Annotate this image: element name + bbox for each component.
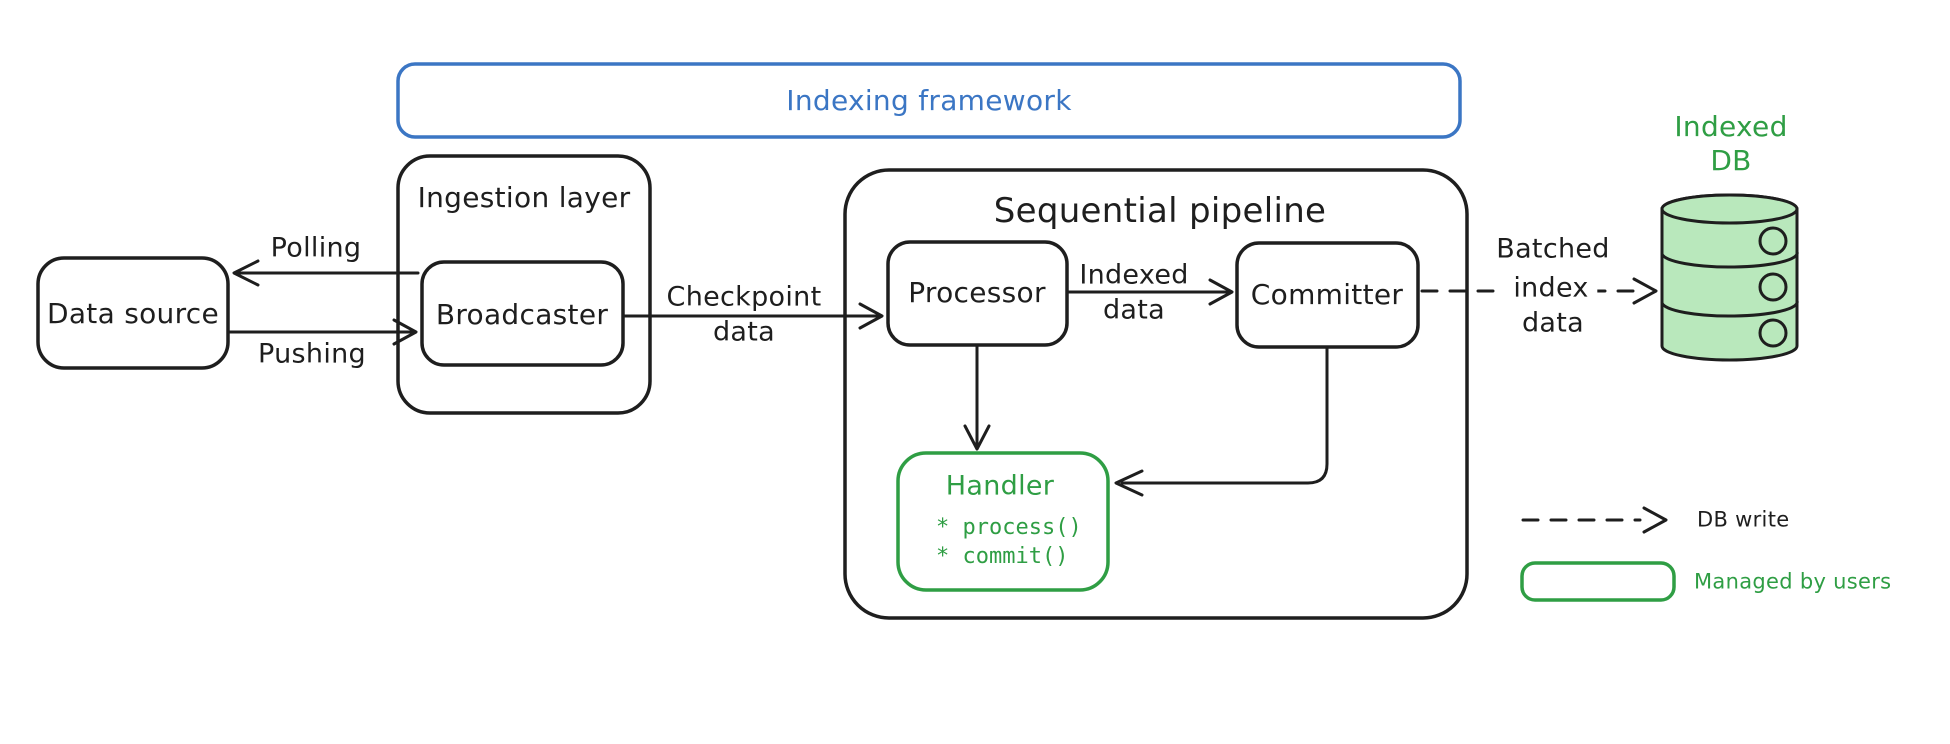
broadcaster-label: Broadcaster (435, 298, 609, 331)
committer-label: Committer (1250, 278, 1404, 311)
indexed-data-arrow (1066, 278, 1234, 306)
framework-box (396, 62, 1462, 139)
processor-handler-arrow (963, 344, 991, 451)
batched-label-line2: index (1504, 274, 1598, 302)
handler-method-commit: * commit() (936, 544, 1069, 569)
checkpoint-arrow (622, 302, 884, 330)
batched-label-line1: Batched (1496, 233, 1610, 265)
batched-label-line3: data (1521, 307, 1585, 339)
committer-handler-arrow (1114, 346, 1329, 497)
legend-managed-label: Managed by users (1694, 569, 1892, 594)
indexed-db-label-line1: Indexed (1674, 110, 1788, 143)
checkpoint-label-line1: Checkpoint (666, 281, 822, 313)
pushing-arrow (226, 318, 418, 346)
framework-label: Indexing framework (786, 84, 1072, 117)
legend-managed-box (1520, 561, 1676, 602)
indexed-data-label-line1: Indexed (1079, 259, 1189, 291)
pushing-label: Pushing (258, 338, 366, 370)
pipeline-box (843, 168, 1469, 620)
indexed-db-label-line2: DB (1710, 144, 1752, 177)
checkpoint-label-line2: data (712, 316, 776, 348)
handler-method-process: * process() (936, 515, 1082, 540)
ingestion-layer-label: Ingestion layer (417, 181, 631, 214)
handler-box (896, 451, 1110, 592)
legend-db-write-arrow (1521, 506, 1668, 534)
data-source-label: Data source (46, 297, 220, 330)
polling-arrow (232, 259, 420, 287)
polling-label: Polling (270, 232, 362, 264)
legend-db-write-label: DB write (1697, 507, 1790, 532)
processor-label: Processor (908, 276, 1046, 309)
db-write-arrow (1420, 277, 1658, 305)
data-source-box (36, 256, 230, 370)
ingestion-layer-box (396, 154, 652, 415)
indexed-data-label-line2: data (1102, 294, 1166, 326)
indexed-db-cylinder (1660, 193, 1799, 362)
handler-title: Handler (945, 470, 1055, 502)
broadcaster-box (420, 260, 625, 367)
pipeline-title: Sequential pipeline (993, 191, 1327, 231)
